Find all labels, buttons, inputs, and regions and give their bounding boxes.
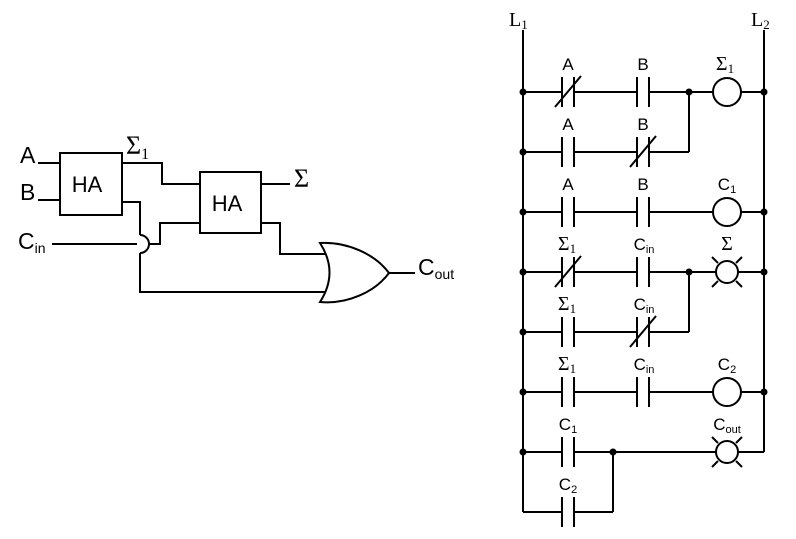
nc-slash [554,255,582,288]
ladder-rung-8: C2 [523,452,614,527]
rung-wire [523,92,690,153]
junction-dot [519,148,527,156]
contact-label: C1 [559,415,577,436]
carry1-wire-upper [122,201,141,235]
contact-bars-a [561,137,575,167]
coil-label: C2 [718,355,736,376]
junction-dot [519,208,527,216]
contact-label: Σ1 [558,353,576,376]
input-cin-label: Cin [18,228,46,256]
contact-bars-a [561,77,575,107]
junction-dot [760,268,768,276]
contact-bars-b [636,77,650,107]
junction-dot [519,88,527,96]
carry-out-label: Cout [418,254,454,282]
half-adder-2-box [199,171,262,234]
lamp-rays [711,436,743,468]
left-rail-label: L1 [509,9,528,32]
contact-label: A [562,115,574,134]
carry1-wire-lower [139,253,340,293]
contact-bars-c2 [561,497,575,527]
ladder-rung-1: A B Σ1 [519,53,768,108]
contact-label: C2 [559,475,577,496]
contact-bars-b [636,137,650,167]
contact-bars-c1 [561,437,575,467]
sum1-label: Σ1 [126,131,149,163]
ladder-rung-5: Σ1 Cin [519,272,690,348]
contact-bars-a [561,197,575,227]
contact-bars-cin [636,377,650,407]
ladder-rung-2: A B [519,92,690,168]
contact-bars-cin [636,257,650,287]
contact-label: B [637,175,648,194]
indicator-lamp [715,440,739,464]
half-adder-1-label: HA [72,172,103,197]
ladder-rung-3: A B C1 [519,175,768,227]
right-rail-label: L2 [751,9,770,32]
half-adder-2-label: HA [212,191,243,216]
contact-bars-sum1 [561,377,575,407]
nc-slash [629,315,657,348]
nc-slash [554,75,582,108]
rung-wire [523,272,690,333]
nc-slash [629,135,657,168]
wire-hop-arc [139,234,150,254]
contact-label: Cin [634,295,655,316]
ladder-rung-6: Σ1 Cin C2 [519,353,768,407]
junction-dot [519,448,527,456]
junction-dot [519,328,527,336]
coil-label: C1 [718,175,736,196]
rung-wire [523,452,614,513]
contact-label: A [562,55,574,74]
contact-label: Cin [634,355,655,376]
contact-label: Cin [634,235,655,256]
relay-coil [712,377,742,407]
input-b-label: B [20,179,35,205]
block-diagram: A B Cin HA HA Σ1 Σ Cout [18,131,454,304]
junction-dot [519,388,527,396]
half-adder-1-box [59,152,123,216]
contact-label: Σ1 [558,293,576,316]
sum1-wire [122,162,200,185]
ladder-diagram: L1 L2 A B Σ1 A B [509,9,770,527]
contact-label: Σ1 [558,233,576,256]
cin-riser-wire [149,222,200,245]
sum-label: Σ [294,164,309,193]
contact-bars-b [636,197,650,227]
coil-label: Σ1 [716,53,734,76]
junction-dot [760,88,768,96]
contact-label: B [637,115,648,134]
lamp-rays [711,256,743,288]
relay-coil [712,77,742,107]
lamp-label: Σ [721,233,733,255]
relay-coil [712,197,742,227]
junction-dot [760,208,768,216]
contact-bars-sum1 [561,257,575,287]
junction-dot [760,388,768,396]
indicator-lamp [715,260,739,284]
carry2-wire [261,222,340,255]
ladder-rung-4: Σ1 Cin Σ [519,233,768,288]
contact-label: A [562,175,574,194]
or-gate [318,241,391,304]
junction-dot [519,268,527,276]
lamp-label: Cout [713,415,741,436]
contact-label: B [637,55,648,74]
input-a-label: A [20,142,36,168]
ladder-rung-7: C1 Cout [519,415,764,468]
contact-bars-cin [636,317,650,347]
contact-bars-sum1 [561,317,575,347]
